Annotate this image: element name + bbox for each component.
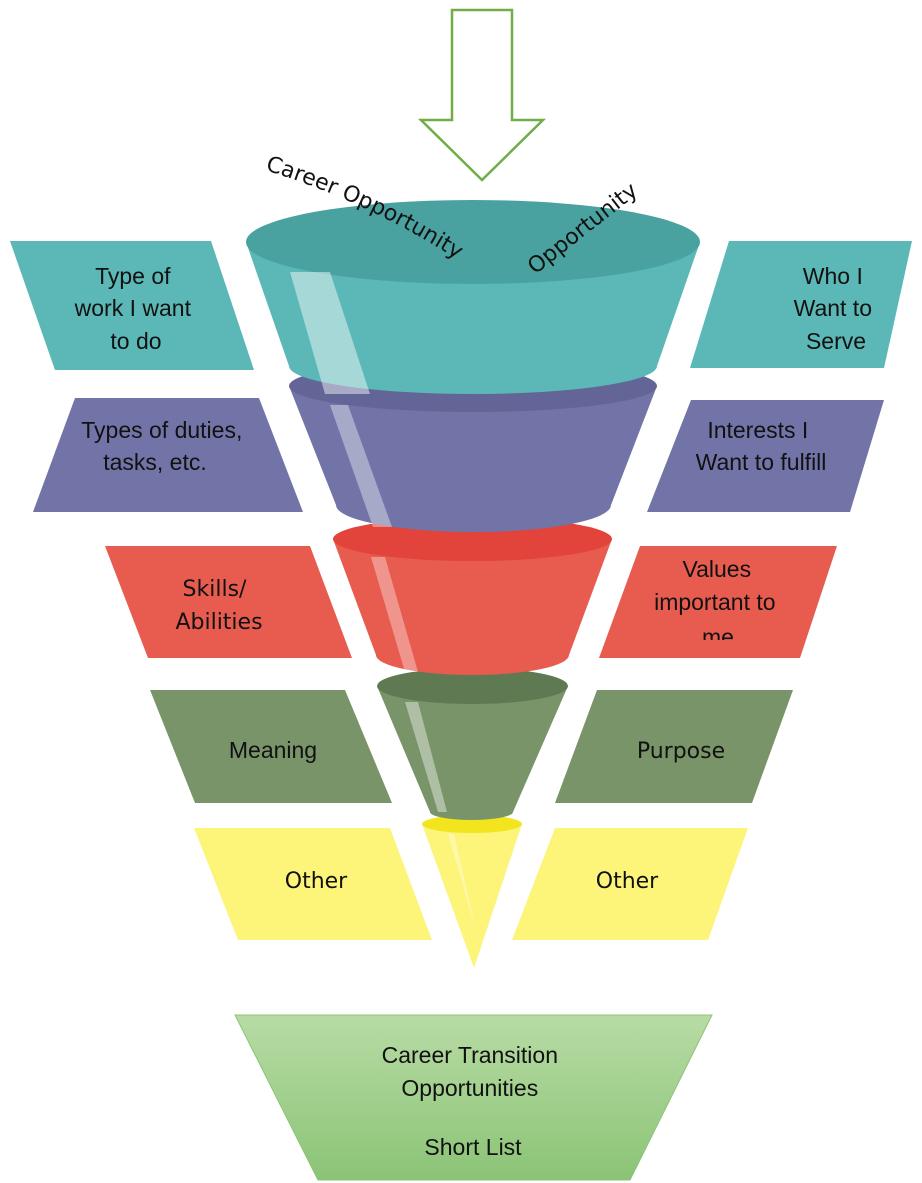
right-panel-1 <box>690 241 912 368</box>
left-panel-1 <box>10 241 254 370</box>
right-label-purpose: Purpose <box>637 739 725 764</box>
funnel-segment-yellow <box>422 815 522 968</box>
left-panel-2 <box>33 398 303 512</box>
left-panel-3 <box>105 546 352 658</box>
left-label-meaning: Meaning <box>229 737 317 763</box>
left-label-other: Other <box>285 869 348 894</box>
right-panel-3 <box>599 546 837 658</box>
right-panel-2 <box>647 400 884 512</box>
result-shortlist-box <box>234 1014 713 1181</box>
right-label-values: Values important to me <box>654 556 782 650</box>
down-arrow-icon <box>417 8 547 182</box>
funnel-segment-red <box>333 517 612 675</box>
right-label-other: Other <box>596 869 659 894</box>
left-panel-4 <box>150 690 392 803</box>
right-panel-5 <box>512 828 748 940</box>
result-label: Career Transition Opportunities Short Li… <box>382 1042 565 1160</box>
funnel-segment-teal <box>246 200 700 394</box>
right-label-interests: Interests I Want to fulfill <box>696 417 827 475</box>
funnel-segment-green <box>377 668 568 820</box>
right-panel-4 <box>555 690 793 803</box>
right-label-serve: Who I Want to Serve <box>794 263 879 354</box>
left-panel-5 <box>194 828 432 940</box>
left-label-work-type: Type of work I want to do <box>74 263 198 354</box>
left-label-duties: Types of duties, tasks, etc. <box>81 417 248 475</box>
left-label-skills: Skills/ Abilities <box>175 577 262 635</box>
